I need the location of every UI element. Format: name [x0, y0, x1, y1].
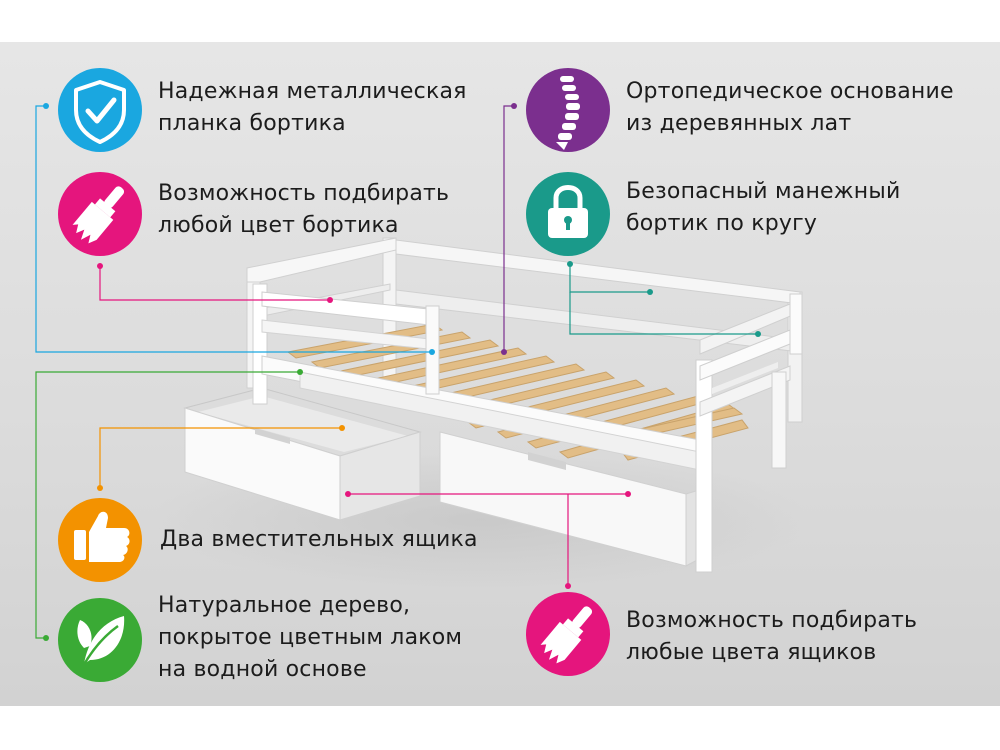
shield-check-icon [58, 68, 142, 152]
feature-line: Возможность подбирать [158, 181, 450, 206]
feature-line: любой цвет бортика [158, 213, 399, 238]
leaf-icon [58, 598, 142, 682]
feature-orthopedic-text: Ортопедическое основание из деревянных л… [626, 76, 954, 140]
feature-line: Натуральное дерево, [158, 593, 411, 618]
paint-brush-icon [58, 172, 142, 256]
feature-drawer-color-text: Возможность подбирать любые цвета ящиков [626, 605, 917, 669]
feature-safety-text: Безопасный манежный бортик по кругу [626, 176, 900, 240]
feature-line: Возможность подбирать [626, 608, 918, 633]
feature-line: Два вместительных ящика [160, 527, 478, 552]
leader-orthopedic [503, 105, 514, 352]
feature-line: планка бортика [158, 111, 346, 136]
feature-rail-color-text: Возможность подбирать любой цвет бортика [158, 178, 449, 242]
feature-drawers-text: Два вместительных ящика [160, 524, 478, 556]
feature-line: Надежная металлическая [158, 79, 467, 104]
spine-icon [526, 68, 610, 152]
feature-line: Ортопедическое основание [626, 79, 954, 104]
thumbs-up-icon [58, 498, 142, 582]
leader-rail-color [99, 266, 330, 301]
padlock-icon [526, 172, 610, 256]
feature-line: на водной основе [158, 657, 367, 682]
leader-rail [35, 105, 432, 353]
feature-line: бортик по кругу [626, 211, 818, 236]
feature-line: Безопасный манежный [626, 179, 901, 204]
paint-brush-icon [526, 592, 610, 676]
feature-rail-text: Надежная металлическая планка бортика [158, 76, 467, 140]
feature-line: из деревянных лат [626, 111, 852, 136]
drawer-left [183, 387, 422, 521]
leader-wood [35, 371, 300, 639]
feature-wood-text: Натуральное дерево, покрытое цветным лак… [158, 590, 462, 686]
leader-drawers [99, 427, 342, 488]
leader-lines [35, 103, 761, 641]
feature-line: покрытое цветным лаком [158, 625, 463, 650]
feature-line: любые цвета ящиков [626, 640, 877, 665]
bed-front-frame [252, 283, 803, 573]
